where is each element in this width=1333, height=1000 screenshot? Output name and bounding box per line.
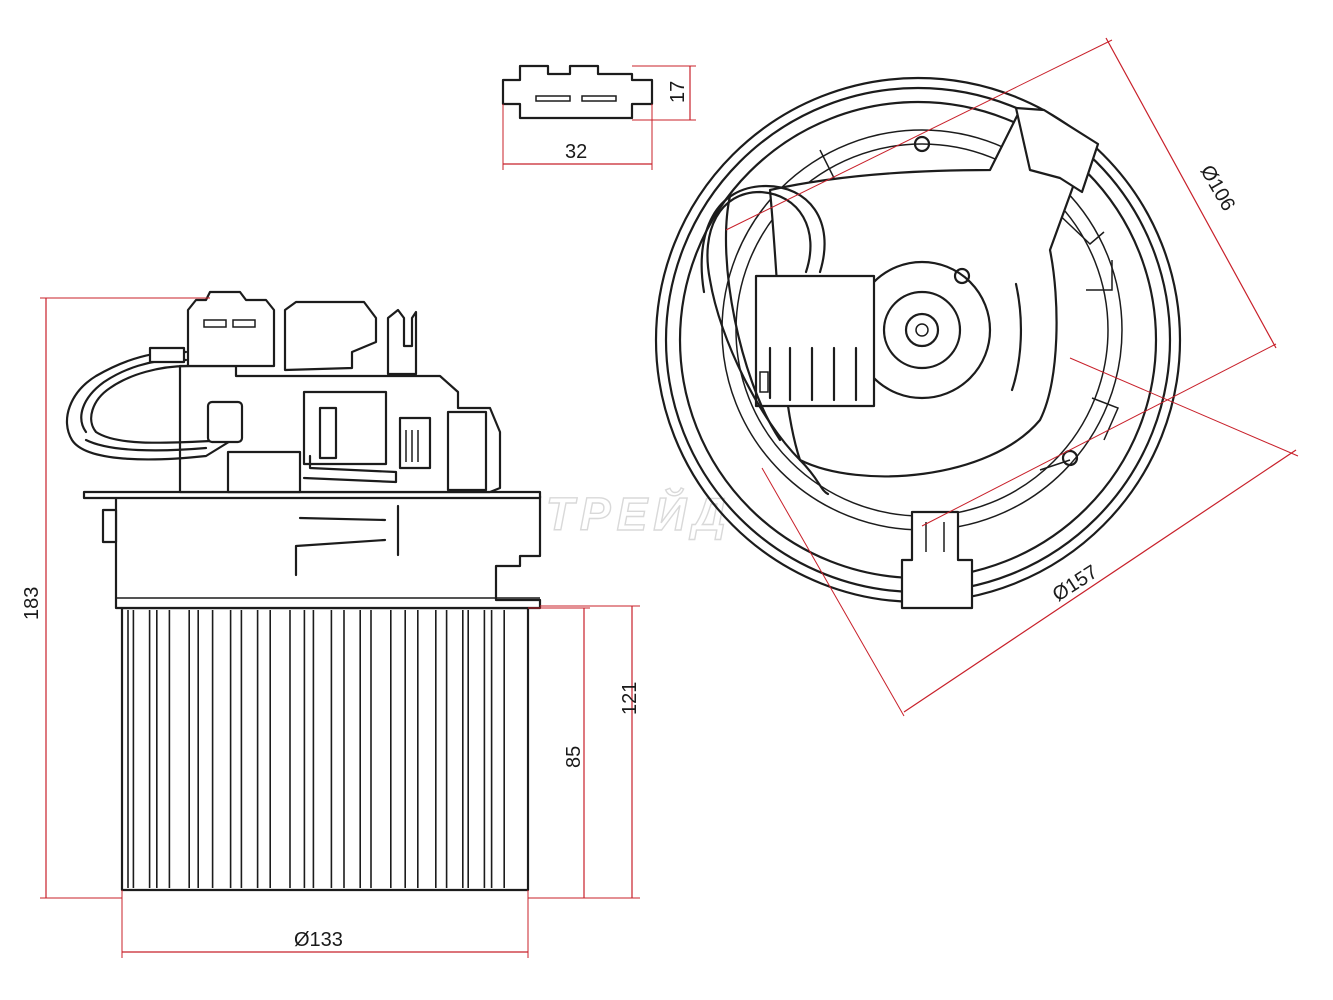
inner-diameter-dimension — [1105, 37, 1277, 349]
total-height-label: 183 — [21, 587, 43, 620]
bottom-tab — [900, 510, 974, 610]
fan-fins — [127, 610, 506, 888]
connector-housing — [186, 290, 276, 368]
fan-diameter-label: Ø133 — [294, 929, 343, 951]
fan-wheel — [120, 606, 530, 892]
motor-housing — [114, 494, 542, 610]
housing-tab — [101, 508, 118, 544]
wire-harness — [65, 350, 234, 461]
body-height-label: 121 — [619, 682, 641, 715]
connector-outline — [501, 64, 654, 120]
fuse-block — [398, 416, 432, 470]
top-connector — [754, 274, 876, 408]
harness-clip — [206, 400, 244, 444]
fan-height-label: 85 — [563, 746, 585, 768]
mount-hole — [913, 135, 931, 153]
top-wire-loop — [706, 190, 830, 496]
resistor-block — [283, 300, 378, 372]
connector-pin-right — [581, 95, 617, 102]
terminal-block — [302, 390, 388, 466]
top-latch — [1014, 106, 1100, 194]
connector-width-label: 32 — [565, 141, 587, 163]
inner-diameter-label: Ø106 — [1196, 162, 1240, 215]
top-view: Ø106 Ø157 — [654, 37, 1299, 717]
side-view: 183 121 85 Ø133 — [21, 290, 641, 958]
clip-post — [386, 308, 418, 376]
outer-diameter-label: Ø157 — [1049, 561, 1102, 606]
connector-pin-left — [535, 95, 571, 102]
connector-view: 32 17 — [501, 64, 696, 170]
connector-height-label: 17 — [667, 81, 689, 103]
outer-diameter-dimension — [903, 449, 1297, 713]
